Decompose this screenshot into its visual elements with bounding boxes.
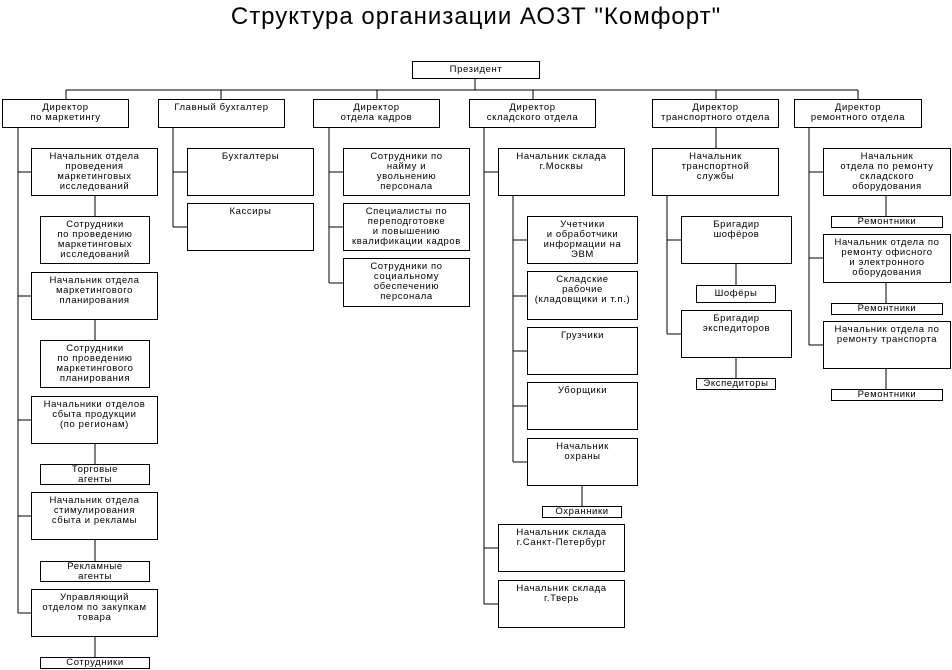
drivers-foreman: Бригадир шофёров (681, 216, 792, 264)
spb-warehouse-head: Начальник склада г.Санкт-Петербург (498, 524, 625, 572)
forwarders: Экспедиторы (696, 378, 776, 390)
security-head: Начальник охраны (527, 438, 638, 486)
marketing-research-staff: Сотрудники по проведению маркетинговых и… (40, 216, 150, 264)
promotion-head: Начальник отдела стимулирования сбыта и … (31, 492, 158, 540)
cleaners: Уборщики (527, 382, 638, 430)
guards: Охранники (542, 506, 622, 518)
advertising-agents: Рекламные агенты (40, 561, 150, 582)
accountants-box: Бухгалтеры (187, 148, 314, 196)
moscow-warehouse-head: Начальник склада г.Москвы (498, 148, 625, 196)
hr-hiring-staff: Сотрудники по найму и увольнению персона… (343, 148, 470, 196)
loaders: Грузчики (527, 327, 638, 375)
office-equipment-repair-head: Начальник отдела по ремонту офисного и э… (823, 234, 951, 283)
marketing-planning-staff: Сотрудники по проведению маркетингового … (40, 340, 150, 388)
warehouse-director-box: Директор складского отдела (469, 99, 596, 128)
marketing-director-box: Директор по маркетингу (2, 99, 129, 128)
transport-repair-head: Начальник отдела по ремонту транспорта (823, 321, 951, 369)
marketing-research-head: Начальник отдела проведения маркетинговы… (31, 148, 158, 196)
procurement-manager: Управляющий отделом по закупкам товара (31, 589, 158, 637)
accounting-clerks: Учетчики и обработчики информации на ЭВМ (527, 216, 638, 264)
sales-agents: Торговые агенты (40, 464, 150, 485)
sales-heads: Начальники отделов сбыта продукции (по р… (31, 396, 158, 444)
hr-training-specialists: Специалисты по переподготовке и повышени… (343, 203, 470, 251)
warehouse-workers: Складские рабочие (кладовщики и т.п.) (527, 271, 638, 320)
repairers: Ремонтники (831, 389, 943, 401)
president-box: Президент (412, 61, 540, 79)
transport-service-head: Начальник транспортной службы (652, 148, 779, 196)
cashiers-box: Кассиры (187, 203, 314, 251)
warehouse-equipment-repair-head: Начальник отдела по ремонту складского о… (823, 148, 951, 196)
tver-warehouse-head: Начальник склада г.Тверь (498, 580, 625, 628)
repairers: Ремонтники (831, 216, 943, 228)
repairers: Ремонтники (831, 303, 943, 315)
hr-social-staff: Сотрудники по социальному обеспечению пе… (343, 258, 470, 307)
transport-director-box: Директор транспортного отдела (652, 99, 779, 128)
hr-director-box: Директор отдела кадров (313, 99, 440, 128)
forwarders-foreman: Бригадир экспедиторов (681, 310, 792, 358)
repair-director-box: Директор ремонтного отдела (794, 99, 922, 128)
marketing-planning-head: Начальник отдела маркетингового планиров… (31, 272, 158, 320)
drivers: Шофёры (696, 285, 776, 303)
chief-accountant-box: Главный бухгалтер (158, 99, 285, 128)
chart-title: Структура организации АОЗТ "Комфорт" (230, 3, 722, 30)
procurement-staff: Сотрудники (40, 657, 150, 669)
